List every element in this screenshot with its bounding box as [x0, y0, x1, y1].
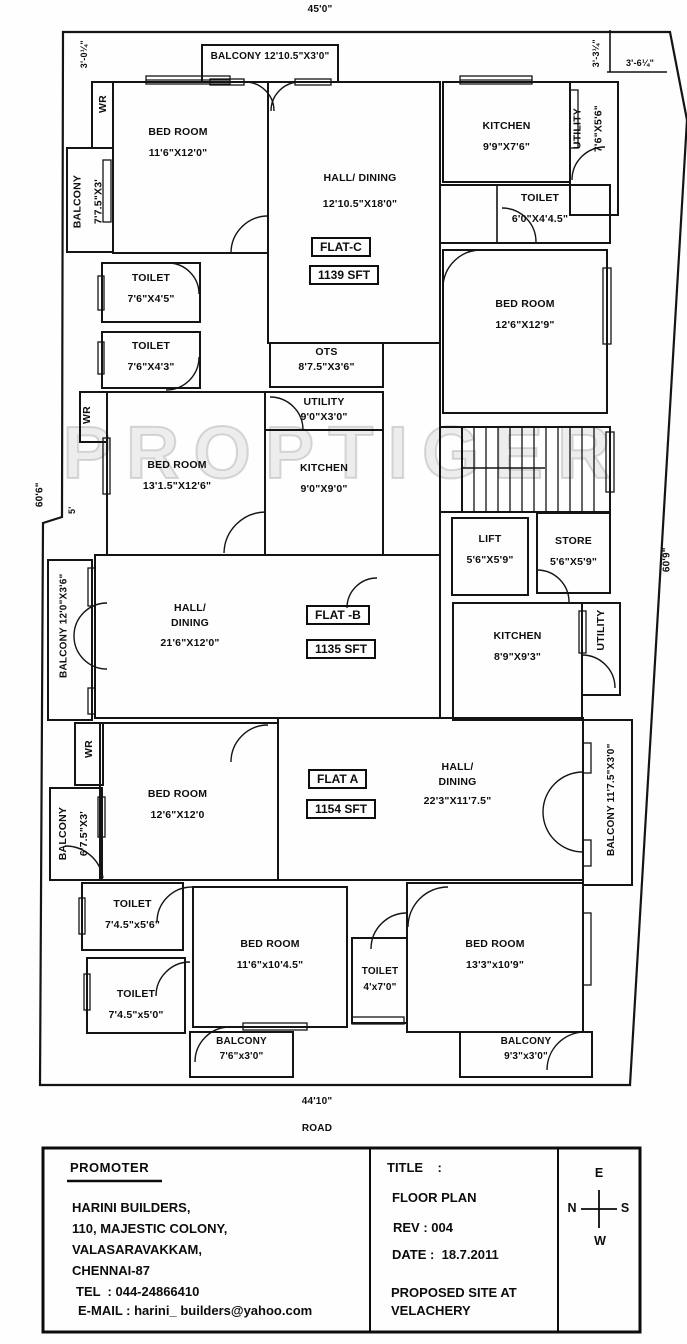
compass-west: W — [594, 1234, 606, 1248]
room-hall-c: HALL/ DINING 12'10.5"X18'0" — [322, 172, 398, 211]
dim-bottom: 44'10" — [301, 1096, 333, 1107]
flat-b-area-badge: 1135 SFT — [306, 639, 377, 659]
proposed-site-line2: VELACHERY — [391, 1303, 471, 1318]
room-wr-c: WR — [96, 95, 109, 113]
plot-boundary — [38, 30, 687, 1087]
compass-north: N — [567, 1201, 577, 1215]
room-hall-b: HALL/ DINING 21'6"X12'0" — [160, 602, 220, 650]
room-toilet-c2: TOILET 7'6"X4'5" — [127, 272, 175, 306]
flat-c-area-badge: 1139 SFT — [309, 265, 380, 285]
room-bedroom-c2: BED ROOM 12'6"X12'9" — [495, 298, 555, 332]
room-toilet-c3: TOILET 7'6"X4'3" — [127, 340, 175, 374]
proptiger-watermark: PROPTIGER — [62, 410, 625, 495]
staircase — [461, 426, 611, 513]
room-bedroom-c: BED ROOM 11'6"X12'0" — [148, 126, 208, 160]
flat-c-badge: FLAT-C — [311, 237, 371, 257]
room-toilet-d2: TOILET 7'4.5"x5'0" — [108, 988, 164, 1022]
room-bedroom-d1: BED ROOM 11'6"x10'4.5" — [236, 938, 304, 972]
dim-corner-top-left: 3'-0¼" — [78, 40, 89, 69]
dim-left-step: 5' — [66, 506, 77, 514]
proposed-site-line1: PROPOSED SITE AT — [391, 1285, 517, 1300]
promoter-heading: PROMOTER — [70, 1160, 150, 1175]
promoter-email: E-MAIL : harini_ builders@yahoo.com — [78, 1303, 313, 1318]
dim-corner-top-right-h: 3'-6¼" — [625, 58, 655, 68]
room-kitchen-b: KITCHEN 9'0"X9'0" — [299, 462, 349, 496]
room-balcony-a-right: BALCONY 11'7.5"X3'0" — [605, 743, 617, 857]
room-toilet-d1: TOILET 7'4.5"x5'6" — [104, 898, 161, 932]
dim-top: 45'0" — [307, 4, 333, 15]
room-bedroom-a: BED ROOM 12'6"X12'0 — [147, 788, 208, 822]
promoter-address2: VALASARAVAKKAM, — [72, 1242, 202, 1257]
room-utility-c: UTILITY 7'6"X5'6" — [571, 105, 605, 153]
door-swings — [64, 81, 616, 1071]
room-lift: LIFT 5'6"X5'9" — [466, 533, 514, 567]
room-ots: OTS 8'7.5"X3'6" — [298, 346, 355, 374]
promoter-tel: TEL : 044-24866410 — [76, 1284, 200, 1299]
room-balcony-b-left: BALCONY 12'0"X3'6" — [58, 573, 70, 678]
compass-south: S — [620, 1201, 630, 1215]
dim-right: 60'9" — [661, 547, 673, 573]
room-store: STORE 5'6"X5'9" — [549, 535, 598, 569]
promoter-address1: 110, MAJESTIC COLONY, — [72, 1221, 228, 1236]
room-utility-a: UTILITY — [594, 609, 607, 651]
promoter-name: HARINI BUILDERS, — [72, 1200, 191, 1215]
room-hall-a: HALL/ DINING 22'3"X11'7.5" — [423, 761, 492, 808]
title-block-frame — [41, 1146, 642, 1334]
compass-east: E — [594, 1166, 604, 1180]
rev-label: REV : 004 — [393, 1220, 453, 1235]
room-balcony-c-left: BALCONY 7'7.5"X3' — [71, 174, 105, 229]
room-utility-b: UTILITY 9'0"X3'0" — [300, 396, 348, 424]
room-balcony-d2: BALCONY 9'3"x3'0" — [500, 1036, 552, 1062]
flat-a-badge: FLAT A — [308, 769, 368, 789]
title-value: FLOOR PLAN — [392, 1190, 477, 1205]
promoter-address3: CHENNAI-87 — [72, 1263, 151, 1278]
room-balcony-d1: BALCONY 7'6"x3'0" — [216, 1036, 267, 1062]
room-toilet-c1: TOILET 6'0"X4'4.5" — [511, 192, 569, 226]
plot-corner-offset — [607, 30, 667, 73]
date-label: DATE : 18.7.2011 — [392, 1247, 499, 1262]
windows — [78, 75, 615, 1031]
room-bedroom-d2: BED ROOM 13'3"x10'9" — [465, 938, 525, 972]
flat-b-badge: FLAT -B — [306, 605, 370, 625]
flat-a-area-badge: 1154 SFT — [306, 799, 377, 819]
room-wr-b: WR — [80, 406, 93, 424]
room-balcony-top: BALCONY 12'10.5"X3'0" — [210, 51, 330, 62]
room-kitchen-c: KITCHEN 9'9"X7'6" — [482, 120, 531, 154]
road-label: ROAD — [301, 1123, 333, 1134]
room-toilet-d3: TOILET 4'x7'0" — [361, 966, 399, 993]
room-wr-a: WR — [82, 740, 95, 758]
room-bedroom-b: BED ROOM 13'1.5"X12'6" — [142, 459, 212, 493]
title-label: TITLE : — [387, 1160, 442, 1175]
room-kitchen-a: KITCHEN 8'9"X9'3" — [493, 630, 542, 664]
dim-left: 60'6" — [34, 482, 46, 508]
room-balcony-a-left: BALCONY 6'7.5"X3' — [56, 806, 90, 861]
